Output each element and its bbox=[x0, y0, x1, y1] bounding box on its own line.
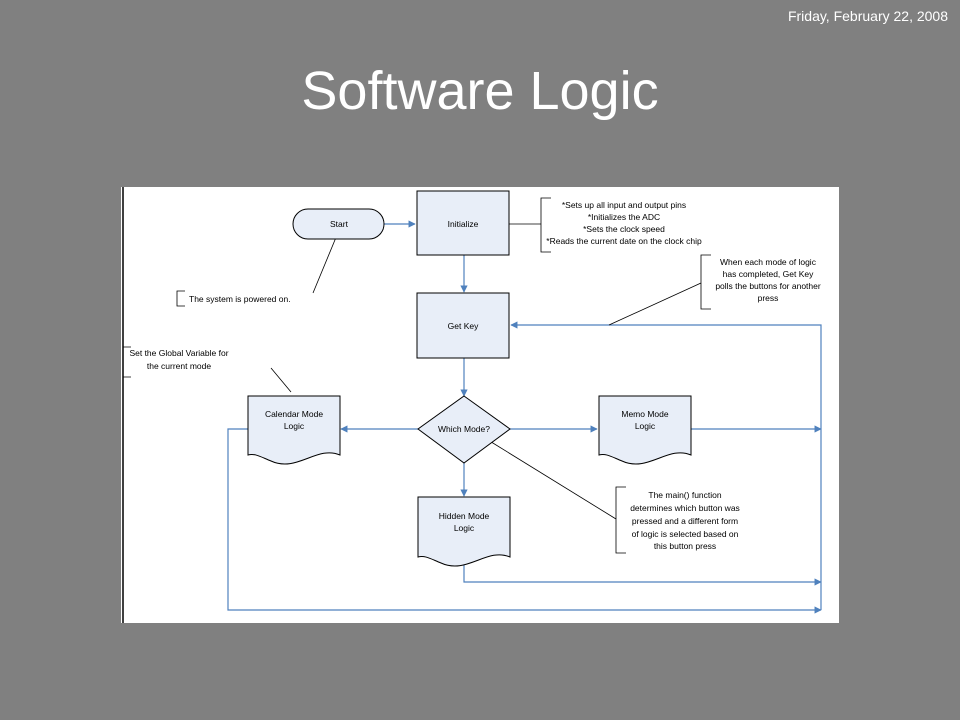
node-memo-mode: Memo Mode Logic bbox=[598, 395, 692, 465]
node-memo-mode-line1: Memo Mode bbox=[621, 409, 669, 419]
node-which-mode-label: Which Mode? bbox=[438, 424, 490, 434]
node-start-label: Start bbox=[330, 219, 349, 229]
node-calendar-mode-line1: Calendar Mode bbox=[265, 409, 323, 419]
node-start: Start bbox=[292, 208, 385, 240]
main-note-line5: this button press bbox=[654, 541, 716, 551]
node-which-mode: Which Mode? bbox=[417, 395, 511, 464]
node-initialize: Initialize bbox=[416, 190, 510, 256]
getkey-note-line2: has completed, Get Key bbox=[723, 269, 814, 279]
annotation-powered-on: The system is powered on. bbox=[189, 294, 291, 304]
annotation-main-function-note: The main() function determines which but… bbox=[630, 490, 740, 551]
node-hidden-mode-line1: Hidden Mode bbox=[439, 511, 490, 521]
annotation-brackets bbox=[122, 197, 711, 554]
globalvar-note-line1: Set the Global Variable for bbox=[129, 348, 228, 358]
init-note-line1: *Sets up all input and output pins bbox=[562, 200, 686, 210]
node-memo-mode-line2: Logic bbox=[635, 421, 656, 431]
node-hidden-mode-line2: Logic bbox=[454, 523, 475, 533]
node-hidden-mode: Hidden Mode Logic bbox=[417, 496, 511, 567]
getkey-note-line1: When each mode of logic bbox=[720, 257, 817, 267]
getkey-note-line3: polls the buttons for another bbox=[715, 281, 821, 291]
node-initialize-label: Initialize bbox=[448, 219, 479, 229]
getkey-note-line4: press bbox=[758, 293, 779, 303]
node-calendar-mode-line2: Logic bbox=[284, 421, 305, 431]
annotation-powered-on-text: The system is powered on. bbox=[189, 294, 291, 304]
flowchart-diagram: Start Initialize Get Key Which Mode? Cal… bbox=[121, 187, 839, 623]
arrow-calendar-return bbox=[227, 428, 822, 614]
main-note-line4: of logic is selected based on bbox=[632, 529, 739, 539]
init-note-line3: *Sets the clock speed bbox=[583, 224, 665, 234]
slide-title: Software Logic bbox=[301, 61, 659, 121]
annotation-global-var-note: Set the Global Variable for the current … bbox=[129, 348, 228, 371]
annotation-initialize-notes: *Sets up all input and output pins *Init… bbox=[546, 200, 702, 246]
main-note-line3: pressed and a different form bbox=[632, 516, 738, 526]
node-get-key-label: Get Key bbox=[448, 321, 479, 331]
globalvar-note-line2: the current mode bbox=[147, 361, 212, 371]
node-get-key: Get Key bbox=[416, 292, 510, 359]
main-note-line2: determines which button was bbox=[630, 503, 740, 513]
main-note-line1: The main() function bbox=[648, 490, 721, 500]
leader-lines bbox=[270, 223, 702, 520]
init-note-line4: *Reads the current date on the clock chi… bbox=[546, 236, 702, 246]
slide-date: Friday, February 22, 2008 bbox=[787, 8, 948, 24]
init-note-line2: *Initializes the ADC bbox=[588, 212, 660, 222]
connectors bbox=[227, 220, 822, 614]
arrow-return-to-getkey bbox=[510, 321, 822, 610]
node-calendar-mode: Calendar Mode Logic bbox=[247, 395, 341, 465]
arrow-hidden-return bbox=[463, 561, 822, 586]
annotation-get-key-note: When each mode of logic has completed, G… bbox=[715, 257, 821, 303]
